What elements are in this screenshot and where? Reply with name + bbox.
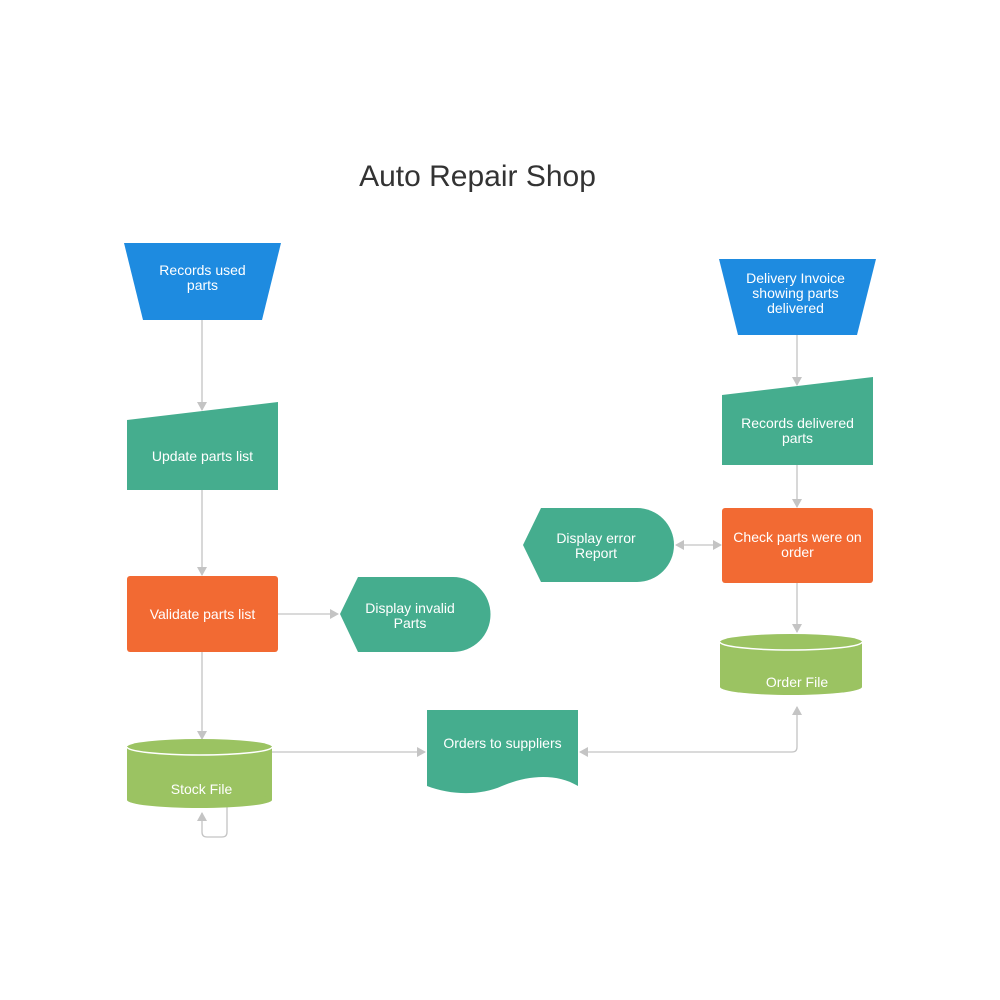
validate-parts-list-label: Validate parts list — [149, 605, 256, 622]
orders-to-suppliers-shape — [427, 710, 578, 794]
check-parts-on-order-label: Check parts were on order — [733, 529, 862, 560]
stock-file-shape — [126, 739, 273, 808]
page-title: Auto Repair Shop — [359, 160, 596, 193]
display-error-report-shape — [523, 508, 674, 582]
update-parts-list-label: Update parts list — [151, 447, 254, 464]
update-parts-list-shape — [127, 402, 278, 490]
stock-file-label: Stock File — [170, 780, 233, 797]
delivery-invoice-label: Delivery Invoice showing parts delivered — [746, 269, 845, 316]
orders-to-suppliers-label: Orders to suppliers — [443, 734, 562, 751]
check-parts-on-order-shape — [722, 508, 873, 583]
records-used-parts-label: Records used parts — [159, 262, 246, 293]
delivery-invoice-shape — [719, 259, 876, 335]
display-invalid-parts-shape — [340, 577, 491, 652]
order-file-label: Order File — [765, 673, 829, 690]
records-delivered-parts-label: Records delivered parts — [741, 415, 854, 446]
display-invalid-parts-label: Display invalid Parts — [365, 600, 455, 631]
order-file-shape — [719, 634, 863, 695]
validate-parts-list-shape — [127, 576, 278, 652]
display-error-report-label: Display error Report — [556, 530, 636, 561]
edge-order-file-to-orders — [579, 706, 802, 757]
records-delivered-parts-shape — [722, 377, 873, 465]
records-used-parts-shape — [124, 243, 281, 320]
